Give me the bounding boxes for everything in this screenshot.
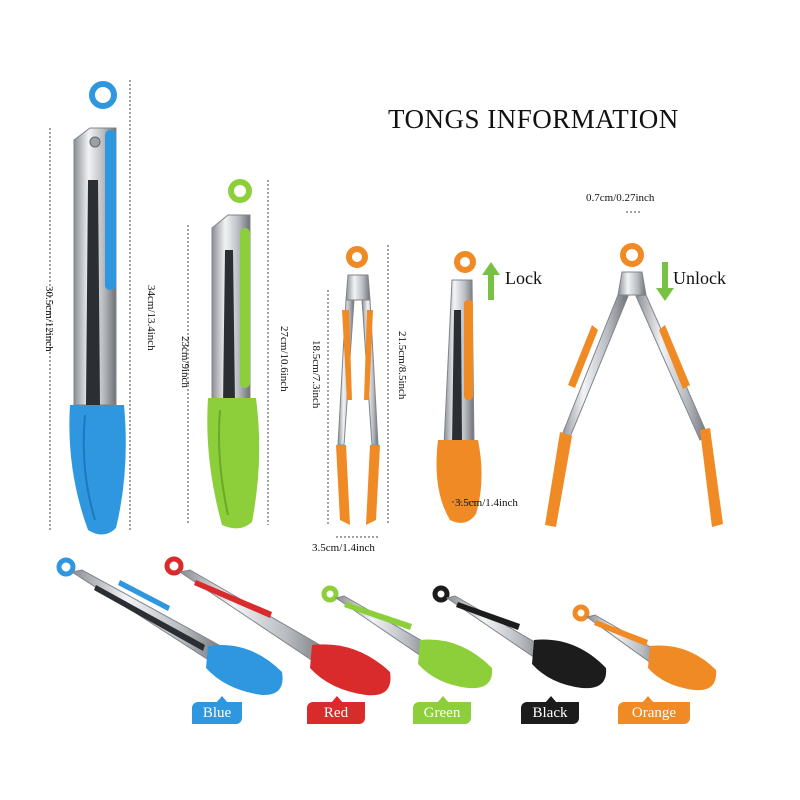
small-orange-tong-locked [436,251,482,523]
black-tong [432,585,607,689]
orange-tong [572,604,717,691]
red-tong [164,556,391,696]
green-tong [321,585,493,689]
hanging-ring [89,81,117,109]
dim-small-inner: 18.5cm/7.3inch [310,340,322,409]
page-title: TONGS INFORMATION [388,104,679,134]
hanging-ring [454,251,476,273]
orange-tong-unlocked [545,243,723,527]
color-badge-black: Black [521,696,579,724]
dim-large-inner: 30.5cm/12inch [43,286,55,352]
dim-large-outer: 34cm/13.4inch [145,285,157,351]
unlock-arrow-icon [656,262,674,301]
color-badge-green: Green [413,696,471,724]
unlock-label: Unlock [673,268,726,288]
medium-green-tong [207,179,260,529]
dim-medium-inner: 23cm/9inch [179,336,191,388]
large-blue-tong [69,81,126,535]
dim-small-width: 3.5cm/1.4inch [312,542,375,554]
hanging-ring [620,243,644,267]
color-badge-blue: Blue [192,696,242,724]
hanging-ring [346,246,368,268]
dim-medium-outer: 27cm/10.6inch [278,326,290,392]
lock-label: Lock [505,268,542,288]
color-badge-orange: Orange [618,696,690,724]
small-orange-tong-open [336,246,380,525]
dim-head-width: 3.5cm/1.4inch [455,497,518,509]
blue-tong [56,557,283,696]
dim-small-outer: 21.5cm/8.5inch [396,331,408,400]
dimension-lines [49,80,640,538]
bottom-row-tongs [56,556,717,696]
lock-arrow-icon [482,262,500,300]
dim-ring-width: 0.7cm/0.27inch [586,192,655,204]
color-badge-red: Red [307,696,365,724]
hanging-ring [228,179,252,203]
